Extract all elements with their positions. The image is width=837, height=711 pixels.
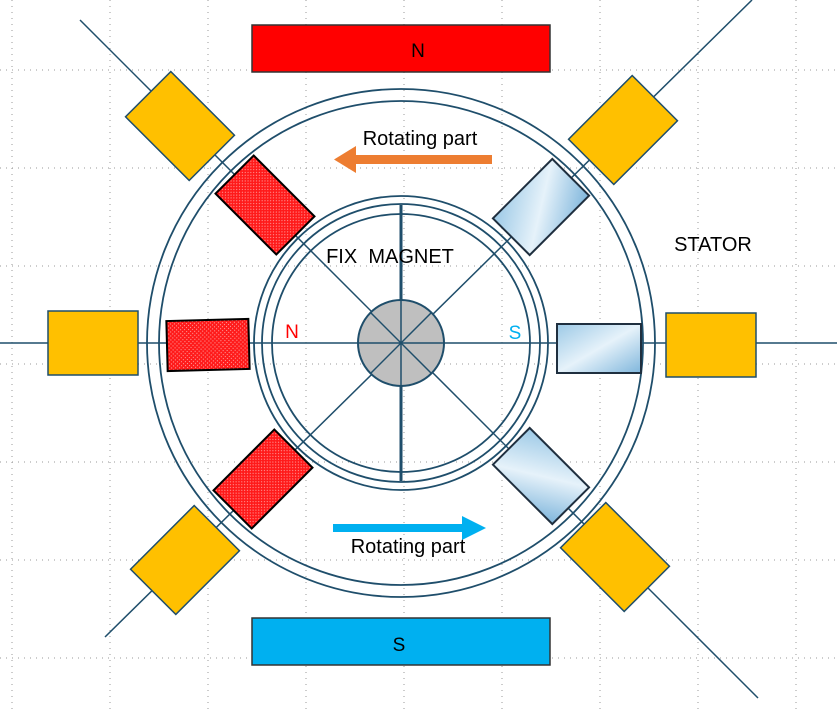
stator-coil-bottom-left (129, 504, 241, 616)
rotor-ring (146, 88, 656, 598)
inner-south-pole-label: S (509, 323, 522, 344)
inner-north-pole-label: N (285, 322, 299, 343)
fix-magnet-label: FIX MAGNET (326, 246, 454, 268)
top-rotation-arrow (334, 146, 492, 173)
stator-coil-right (665, 312, 757, 378)
top-north-magnet-label: N (411, 41, 425, 62)
stator-coils (47, 70, 757, 616)
bottom-south-magnet-label: S (393, 635, 406, 656)
rotor-magnet-n-left (165, 317, 251, 373)
stator-coil-top-right (567, 74, 679, 186)
rotor-magnet-n-top-left (214, 154, 316, 256)
rotor-magnet-s-right (556, 323, 642, 374)
rotor-magnet-s-top-right (491, 157, 591, 257)
top-north-magnet (251, 24, 551, 73)
rotor-magnet-s-bottom-right (491, 426, 591, 526)
bottom-south-magnet (251, 617, 551, 666)
rotor-north-magnets (165, 154, 316, 530)
rotating-part-top-label: Rotating part (363, 128, 478, 150)
hub-spokes (358, 300, 444, 386)
stator-coil-bottom-right (559, 501, 671, 613)
stator-coil-top-left (124, 70, 236, 182)
rotor-south-magnets (491, 157, 642, 526)
stator-label: STATOR (674, 234, 752, 256)
rotor-magnet-n-bottom-left (212, 428, 314, 530)
rotating-part-bottom-label: Rotating part (351, 536, 466, 558)
bottom-rotation-arrow (333, 516, 486, 540)
stator-coil-left (47, 310, 139, 376)
